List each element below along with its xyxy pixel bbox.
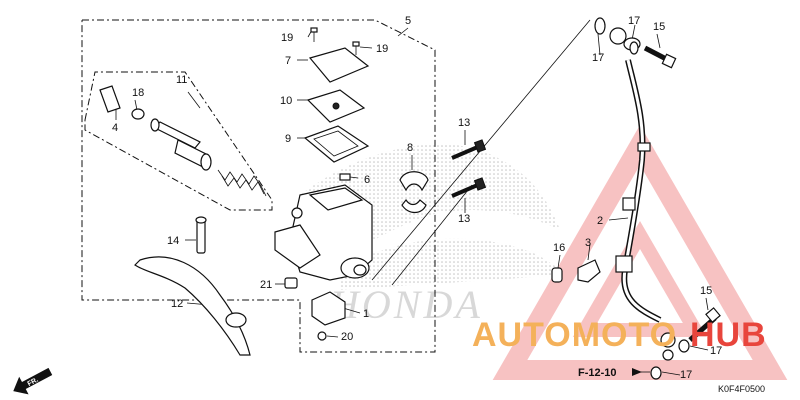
callout-15-lower: 15 [700, 285, 712, 297]
direction-label: FR. [26, 377, 39, 389]
brake-lever-12 [134, 256, 251, 356]
callout-16: 16 [553, 242, 565, 254]
callout-17-c: 17 [710, 345, 722, 357]
callout-20: 20 [341, 331, 353, 343]
callout-14: 14 [167, 235, 179, 247]
direction-arrow-icon [13, 367, 53, 395]
callout-17-d: 17 [680, 369, 692, 381]
callout-11: 11 [176, 74, 187, 86]
callout-3: 3 [585, 237, 591, 249]
hose-clamp-3 [577, 259, 601, 283]
callout-7: 7 [285, 55, 291, 67]
callout-5: 5 [405, 15, 411, 27]
front-direction-indicator: FR. [13, 367, 53, 395]
assembly-frame-11 [84, 71, 273, 211]
watermark-brand-part1: AUTOMOTO [472, 316, 677, 354]
reference-label: F-12-10 [578, 367, 617, 379]
bolt-13-upper [451, 139, 487, 160]
callout-19-left: 19 [281, 32, 293, 44]
callout-2: 2 [597, 215, 603, 227]
callout-19-right: 19 [376, 43, 388, 55]
callout-labels: 5 19 19 7 10 9 6 8 11 18 4 14 12 21 1 20… [112, 15, 722, 381]
honda-emblem-text: HONDA [329, 282, 483, 327]
diaphragm-9 [303, 125, 370, 163]
callout-21: 21 [260, 279, 272, 291]
callout-17-b: 17 [628, 15, 640, 27]
triangle-logo-watermark [492, 125, 788, 380]
washer-17-a [594, 17, 606, 35]
watermark-brand-part2: HUB [690, 316, 767, 354]
screw-19-left [310, 27, 318, 42]
pivot-bolt-14 [195, 216, 207, 254]
banjo-bolt-15-lower [688, 307, 721, 342]
circlip-18 [131, 108, 145, 120]
callout-6: 6 [364, 174, 370, 186]
diagram-code: K0F4F0500 [718, 384, 765, 394]
float-6 [339, 173, 351, 181]
reservoir-cap-7 [308, 47, 370, 83]
grommet-16 [551, 267, 563, 283]
callout-13-lower: 13 [458, 213, 470, 225]
callout-18: 18 [132, 87, 144, 99]
callout-10: 10 [280, 95, 292, 107]
washer-17-d [650, 366, 662, 380]
reference-arrow-icon [632, 368, 642, 376]
screw-19-right [352, 41, 360, 55]
banjo-bolt-15-upper [643, 45, 677, 69]
master-cylinder-body-5 [274, 184, 373, 281]
washer-17-c [678, 339, 690, 353]
screw-20 [317, 331, 327, 341]
callout-4: 4 [112, 122, 118, 134]
washer-17-b [629, 41, 639, 55]
callout-12: 12 [171, 298, 183, 310]
banjo-lower [660, 332, 676, 348]
piston-set-11 [150, 118, 267, 197]
callout-8: 8 [407, 142, 413, 154]
banjo-upper [609, 27, 627, 45]
callout-1: 1 [363, 308, 369, 320]
callout-9: 9 [285, 133, 291, 145]
assembly-frame-5 [81, 19, 436, 353]
boot-4 [99, 85, 121, 113]
brake-switch-1 [311, 291, 346, 326]
callout-17-a: 17 [592, 52, 604, 64]
bolt-13-lower [451, 177, 487, 198]
callout-15-upper: 15 [653, 21, 665, 33]
holder-8 [399, 171, 429, 192]
nut-21 [284, 277, 298, 289]
callout-13-upper: 13 [458, 117, 470, 129]
